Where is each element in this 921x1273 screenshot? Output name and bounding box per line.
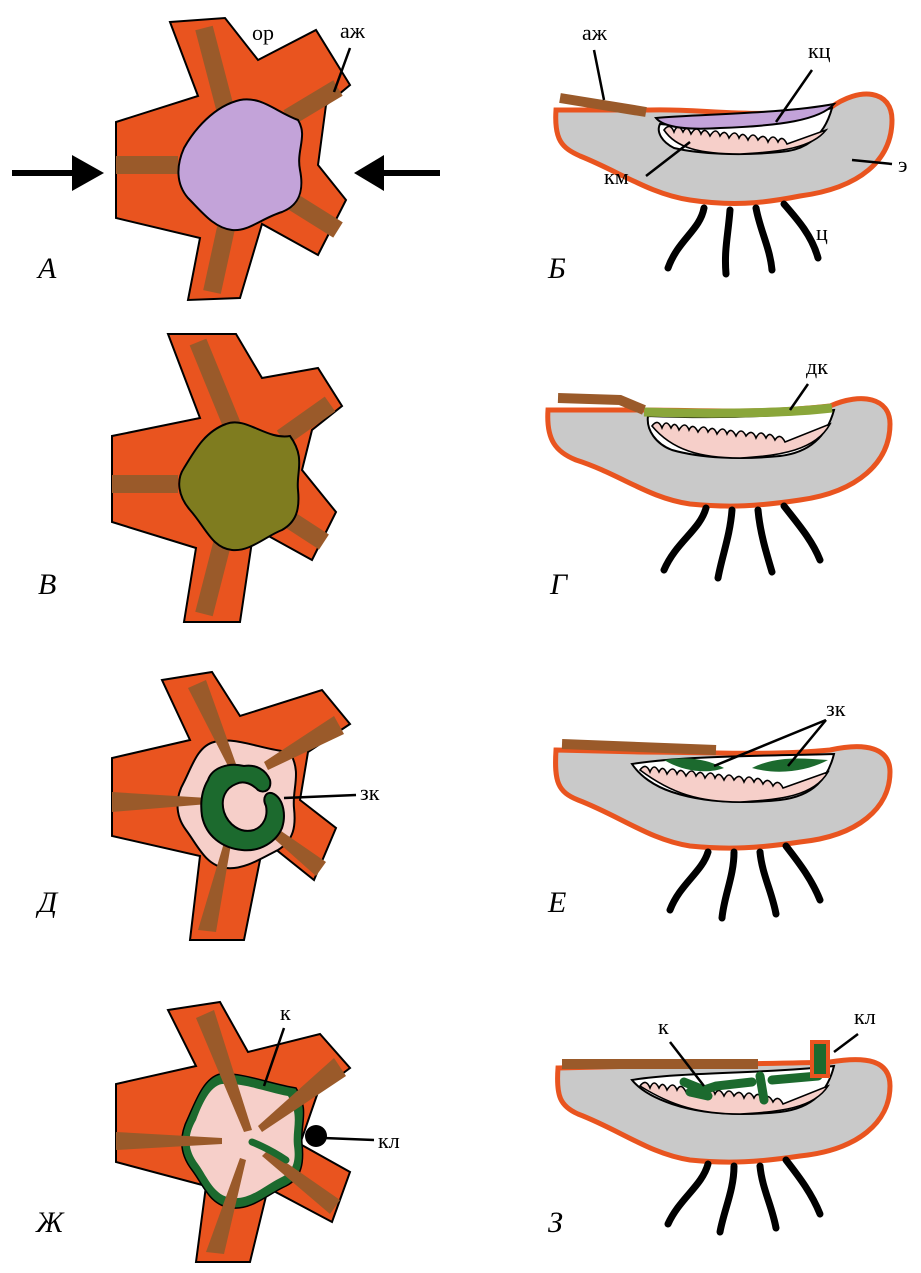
panel-d: зк Д (35, 672, 380, 940)
arrow-left (354, 155, 440, 191)
chimney-z (812, 1042, 828, 1076)
panel-zh: к кл Ж (35, 1000, 400, 1262)
label-kl-z: кл (854, 1004, 876, 1029)
panel-a: ор аж А (12, 18, 440, 300)
label-zk-e: зк (826, 696, 846, 721)
roots-z (668, 1160, 820, 1232)
canal-e (562, 744, 716, 750)
black-plug-zh (305, 1125, 327, 1147)
panel-label-a: А (36, 252, 57, 285)
label-kl-zh: кл (378, 1128, 400, 1153)
panel-v: В (38, 334, 342, 622)
panel-label-zh: Ж (35, 1206, 65, 1239)
leader-azh-b (594, 50, 604, 100)
panel-label-d: Д (35, 886, 59, 919)
olive-line-g (644, 408, 832, 413)
label-or-a: ор (252, 20, 274, 45)
label-kc-b: кц (808, 38, 831, 63)
panel-label-e: Е (547, 886, 566, 919)
label-k-z: к (658, 1014, 669, 1039)
leader-kl-z (834, 1034, 858, 1052)
arrow-right (12, 155, 104, 191)
panel-z: к кл З (548, 1004, 890, 1239)
roots-e (670, 846, 820, 918)
leader-kl-zh (324, 1138, 374, 1140)
panel-label-g: Г (549, 568, 569, 601)
label-c-b: ц (816, 220, 828, 245)
panel-e: зк Е (547, 696, 890, 919)
panel-g: дк Г (548, 354, 890, 601)
roots-b (668, 204, 818, 274)
roots-g (664, 506, 820, 578)
label-e-b: э (898, 152, 907, 177)
label-zk-d: зк (360, 780, 380, 805)
label-dk-g: дк (806, 354, 828, 379)
panel-b: аж кц км э ц Б (547, 20, 907, 285)
panel-label-b: Б (547, 252, 566, 285)
panel-label-v: В (38, 568, 56, 601)
label-k-zh: к (280, 1000, 291, 1025)
label-azh-b: аж (582, 20, 608, 45)
label-azh-a: аж (340, 18, 366, 43)
panel-label-z: З (548, 1206, 563, 1239)
label-km-b: км (604, 164, 629, 189)
